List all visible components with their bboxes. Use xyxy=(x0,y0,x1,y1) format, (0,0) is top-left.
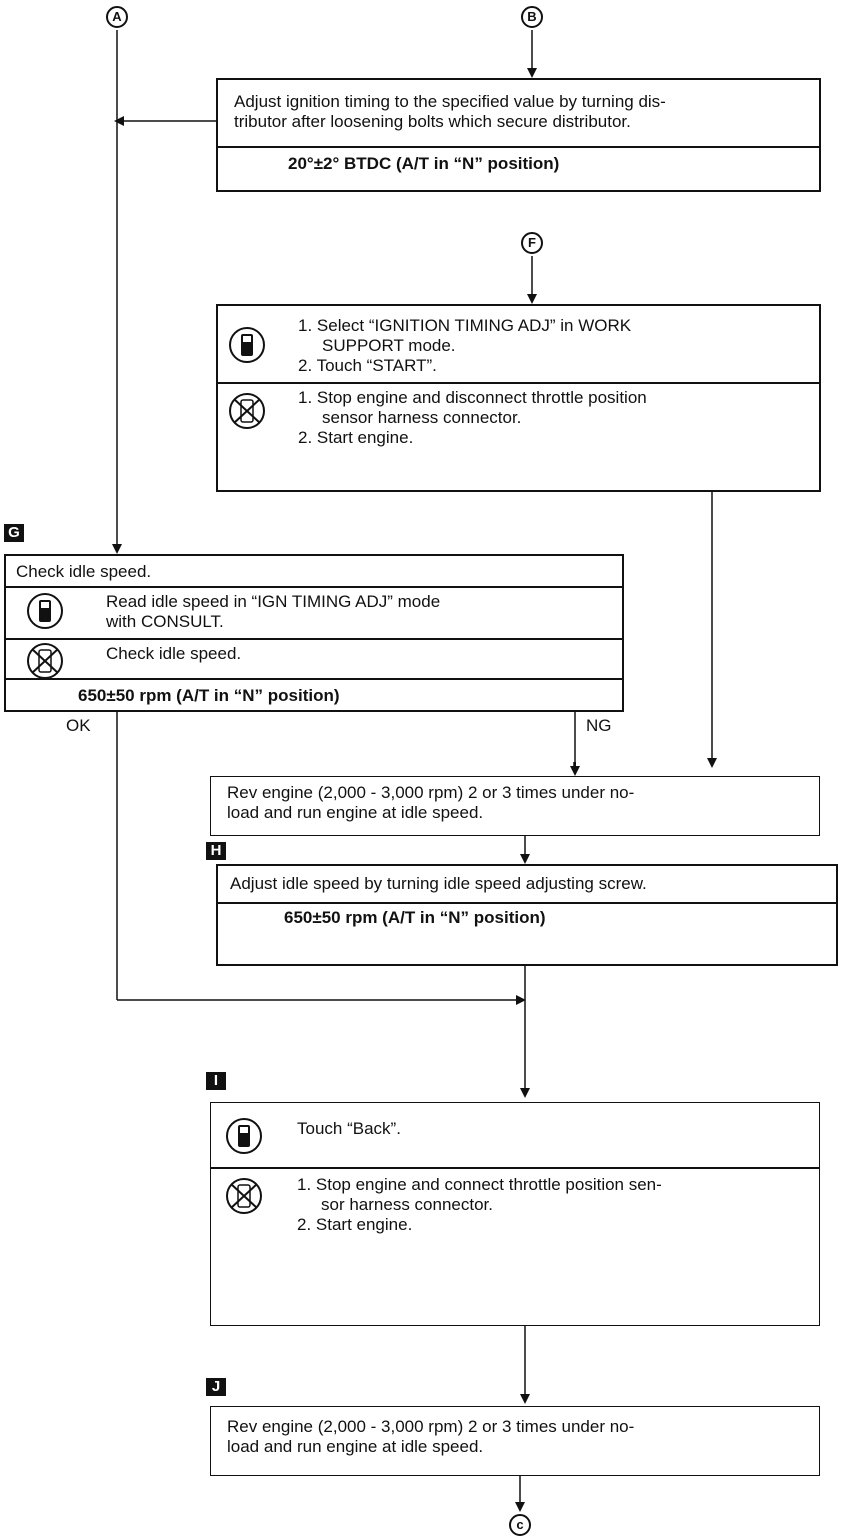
check-idle-consult-line-1: Read idle speed in “IGN TIMING ADJ” mode xyxy=(106,592,441,611)
setup-consult-line-2: SUPPORT mode. xyxy=(322,336,456,355)
setup-consult-line-1: 1. Select “IGNITION TIMING ADJ” in WORK xyxy=(298,316,632,335)
restore-tps-box: Touch “Back”. 1. Stop engine and connect… xyxy=(210,1102,820,1326)
ignition-timing-line-1: Adjust ignition timing to the specified … xyxy=(234,92,666,111)
rev-engine-box-1: Rev engine (2,000 - 3,000 rpm) 2 or 3 ti… xyxy=(210,776,820,836)
restore-no-consult-line-1: 1. Stop engine and connect throttle posi… xyxy=(297,1175,662,1194)
connector-a: A xyxy=(106,6,128,28)
ignition-timing-box: Adjust ignition timing to the specified … xyxy=(216,78,821,192)
rev-engine-1-line-1: Rev engine (2,000 - 3,000 rpm) 2 or 3 ti… xyxy=(227,783,635,802)
setup-no-consult-line-1: 1. Stop engine and disconnect throttle p… xyxy=(298,388,647,407)
restore-consult-line: Touch “Back”. xyxy=(297,1119,401,1138)
connector-f: F xyxy=(521,232,543,254)
connector-b: B xyxy=(521,6,543,28)
step-i-marker: I xyxy=(206,1072,226,1090)
connector-c: c xyxy=(509,1514,531,1536)
check-idle-speed-box: Check idle speed. Read idle speed in “IG… xyxy=(4,554,624,712)
setup-no-consult-line-2: sensor harness connector. xyxy=(322,408,522,427)
consult-tester-icon xyxy=(27,593,63,629)
timing-adj-setup-box: 1. Select “IGNITION TIMING ADJ” in WORK … xyxy=(216,304,821,492)
rev-engine-2-line-2: load and run engine at idle speed. xyxy=(227,1437,484,1456)
branch-ng-label: NG xyxy=(586,716,612,735)
adjust-idle-line: Adjust idle speed by turning idle speed … xyxy=(230,874,647,893)
setup-consult-line-3: 2. Touch “START”. xyxy=(298,356,437,375)
restore-no-consult-line-3: 2. Start engine. xyxy=(297,1215,413,1234)
step-j-marker: J xyxy=(206,1378,226,1396)
branch-ok-label: OK xyxy=(66,716,91,735)
setup-no-consult-line-3: 2. Start engine. xyxy=(298,428,414,447)
rev-engine-1-line-2: load and run engine at idle speed. xyxy=(227,803,484,822)
no-consult-tester-icon xyxy=(229,393,265,429)
ignition-timing-line-2: tributor after loosening bolts which sec… xyxy=(234,112,631,131)
adjust-idle-speed-box: Adjust idle speed by turning idle speed … xyxy=(216,864,838,966)
check-idle-no-consult: Check idle speed. xyxy=(106,644,242,663)
step-g-marker: G xyxy=(4,524,24,542)
consult-tester-icon xyxy=(226,1118,262,1154)
adjust-idle-spec: 650±50 rpm (A/T in “N” position) xyxy=(284,908,546,927)
no-consult-tester-icon xyxy=(27,643,63,679)
no-consult-tester-icon xyxy=(226,1178,262,1214)
step-h-marker: H xyxy=(206,842,226,860)
rev-engine-2-line-1: Rev engine (2,000 - 3,000 rpm) 2 or 3 ti… xyxy=(227,1417,635,1436)
check-idle-consult-line-2: with CONSULT. xyxy=(106,612,224,631)
check-idle-spec: 650±50 rpm (A/T in “N” position) xyxy=(78,686,340,705)
consult-tester-icon xyxy=(229,327,265,363)
check-idle-title: Check idle speed. xyxy=(16,562,152,581)
ignition-timing-spec: 20°±2° BTDC (A/T in “N” position) xyxy=(288,154,560,173)
restore-no-consult-line-2: sor harness connector. xyxy=(321,1195,493,1214)
rev-engine-box-2: Rev engine (2,000 - 3,000 rpm) 2 or 3 ti… xyxy=(210,1406,820,1476)
